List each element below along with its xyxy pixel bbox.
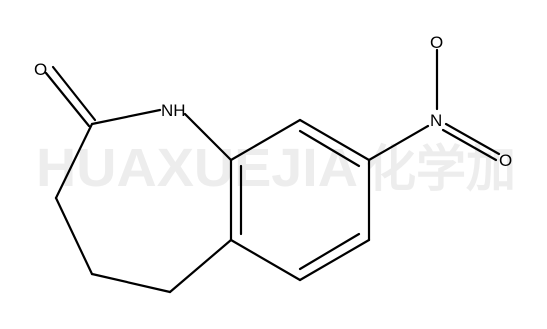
bond-carbonyl-1 xyxy=(44,71,91,128)
bond-c3-c4 xyxy=(54,196,94,276)
atom-labels: O NH N O O xyxy=(34,33,512,170)
bond-nitro-o-right-2 xyxy=(441,128,498,162)
bond-c2-n1 xyxy=(90,108,162,126)
atom-label-carbonyl-o: O xyxy=(34,60,47,79)
bond-c4-c5 xyxy=(90,272,172,294)
bond-c9a-c9 xyxy=(229,118,302,162)
bond-c8-nitro xyxy=(367,124,430,162)
bond-n1-c9a xyxy=(183,112,233,162)
bond-c5-c5a xyxy=(168,238,233,294)
bond-c9-c8-inner xyxy=(298,129,361,168)
atom-label-nitro-n: N xyxy=(430,111,442,130)
bond-c7-c6-inner xyxy=(298,232,361,271)
bond-c9-c8 xyxy=(298,118,371,162)
atom-label-amide-nh: NH xyxy=(161,101,186,120)
bond-c6-c5a xyxy=(229,238,302,282)
atom-label-nitro-o-right: O xyxy=(499,151,512,170)
bond-c2-c3 xyxy=(54,122,94,200)
bond-carbonyl-2 xyxy=(51,65,97,122)
atom-label-nitro-o-top: O xyxy=(430,33,443,52)
bond-nitro-o-right-1 xyxy=(444,122,501,156)
bond-c7-c6 xyxy=(298,238,371,282)
watermark: HUAXUEJIA 化学加 xyxy=(36,138,516,198)
watermark-latin: HUAXUEJIA xyxy=(36,138,358,198)
bonds xyxy=(44,48,501,294)
